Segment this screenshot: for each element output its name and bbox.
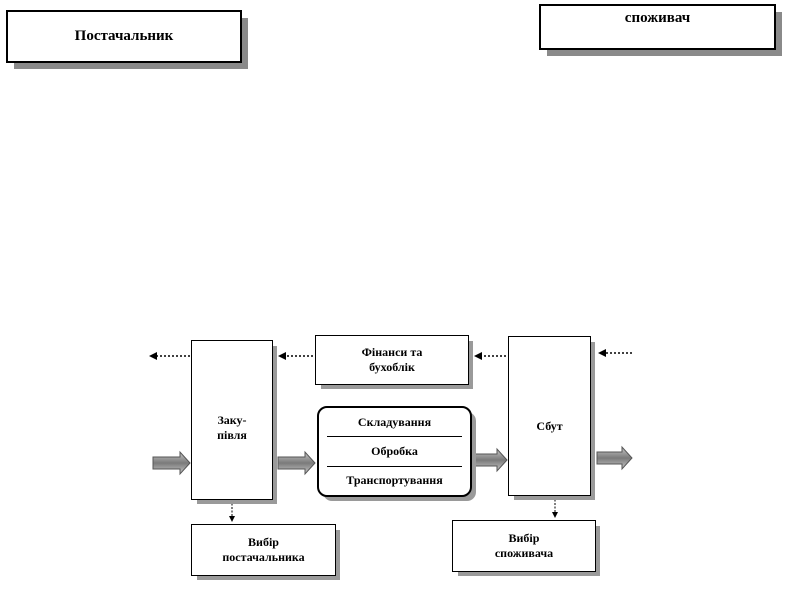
- dotted-arrow-left-outer: [149, 352, 190, 360]
- procurement-label: Заку- півля: [217, 413, 247, 442]
- block-arrow-ops-to-sales: [472, 447, 508, 473]
- dotted-arrow-sales-to-finance: [474, 352, 506, 360]
- consumer-label: споживач: [624, 9, 691, 26]
- block-arrow-output: [596, 445, 633, 471]
- consumer-selection-box: Вибір споживача: [452, 520, 596, 572]
- supplier-selection-box: Вибір постачальника: [191, 524, 336, 576]
- block-arrow-procurement-to-ops: [277, 450, 316, 476]
- op-processing: Обробка: [371, 443, 418, 458]
- op-divider: [327, 436, 462, 438]
- consumer-selection-label: Вибір споживача: [494, 531, 554, 560]
- op-transportation: Транспортування: [346, 473, 443, 488]
- supplier-box: Постачальник: [6, 10, 242, 63]
- procurement-box: Заку- півля: [191, 340, 273, 500]
- sales-label: Сбут: [536, 419, 563, 433]
- finance-label: Фінанси та бухоблік: [361, 345, 423, 374]
- sales-box: Сбут: [508, 336, 591, 496]
- operations-box: Складування Обробка Транспортування: [317, 406, 472, 497]
- consumer-box: споживач: [539, 4, 776, 50]
- dotted-arrow-right-outer: [598, 349, 632, 357]
- op-warehousing: Складування: [357, 414, 432, 429]
- supplier-selection-label: Вибір постачальника: [222, 535, 305, 564]
- block-arrow-input: [152, 450, 191, 476]
- op-divider: [327, 465, 462, 467]
- dotted-arrow-finance-to-procurement: [278, 352, 313, 360]
- supplier-label: Постачальник: [74, 28, 174, 44]
- finance-box: Фінанси та бухоблік: [315, 335, 469, 385]
